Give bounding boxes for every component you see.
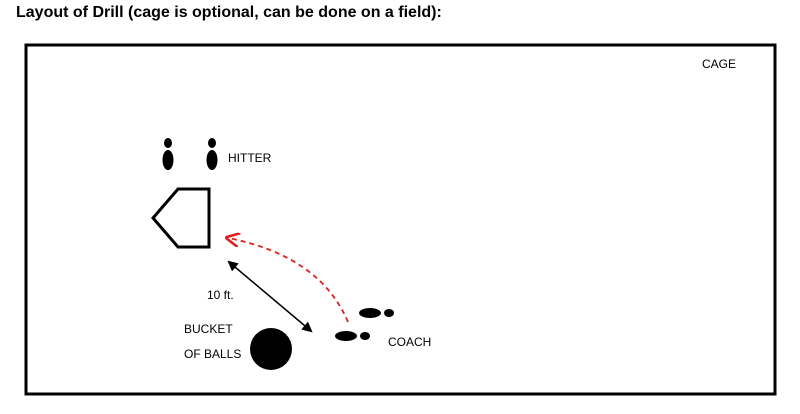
cage-label: CAGE <box>702 57 737 71</box>
hitter-label: HITTER <box>228 151 272 165</box>
distance-arrow <box>227 260 313 333</box>
home-plate-icon <box>151 187 211 249</box>
bucket-label-line1: BUCKET <box>184 322 233 336</box>
bucket-label-line2: OF BALLS <box>184 347 242 361</box>
coach-label: COACH <box>388 335 432 349</box>
cage-outline <box>24 43 777 396</box>
diagram-title: Layout of Drill (cage is optional, can b… <box>16 4 442 21</box>
bucket-of-balls-icon <box>250 328 292 370</box>
distance-label: 10 ft. <box>207 288 234 302</box>
hitter-footprints-icon <box>162 138 218 170</box>
throw-path-arrow <box>228 238 349 323</box>
coach-footprints-icon <box>335 308 394 341</box>
